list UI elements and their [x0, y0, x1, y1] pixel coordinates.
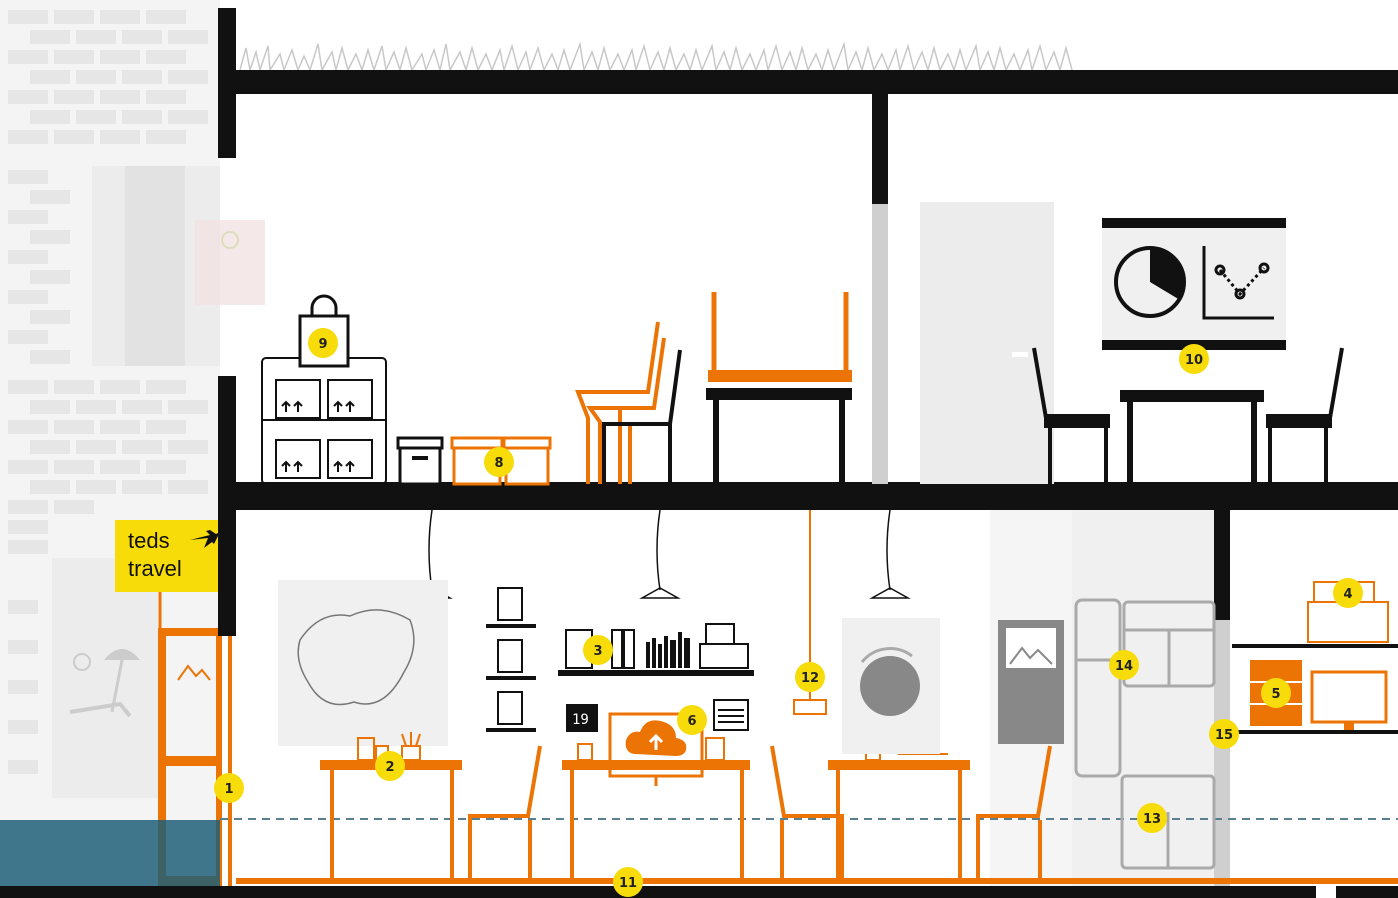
meeting-table — [1120, 390, 1264, 484]
marker-6[interactable]: 6 — [677, 705, 707, 735]
svg-text:10: 10 — [1185, 353, 1203, 368]
svg-text:11: 11 — [619, 876, 637, 891]
svg-text:5: 5 — [1271, 687, 1280, 702]
calendar-icon: 19 — [566, 704, 598, 732]
marker-5[interactable]: 5 — [1261, 678, 1291, 708]
marker-8[interactable]: 8 — [484, 447, 514, 477]
boat-brochure-icon — [498, 640, 522, 672]
brochure-shelves — [486, 588, 536, 732]
planner-icon — [714, 700, 748, 730]
partition-wall-upper — [872, 204, 888, 484]
svg-text:14: 14 — [1115, 659, 1133, 674]
svg-text:1: 1 — [224, 782, 233, 797]
wall-socket — [794, 700, 826, 714]
pendant-lamps — [414, 510, 908, 598]
marker-14[interactable]: 14 — [1109, 650, 1139, 680]
storage-box-black — [398, 438, 442, 484]
printer-icon — [700, 624, 748, 668]
partition-wall-lower — [1214, 620, 1230, 886]
globe-poster — [842, 618, 940, 754]
marker-1[interactable]: 1 — [214, 773, 244, 803]
svg-text:4: 4 — [1343, 587, 1352, 602]
meeting-room-door[interactable] — [920, 202, 1054, 484]
train-brochure-icon — [498, 588, 522, 620]
underfloor-heating — [236, 878, 1398, 884]
marker-2[interactable]: 2 — [375, 751, 405, 781]
sign-line-1: teds — [128, 528, 170, 553]
stacked-tables — [706, 292, 852, 484]
green-roof — [240, 44, 1072, 70]
plane-brochure-icon — [498, 692, 522, 724]
stacked-chairs — [578, 322, 680, 484]
svg-text:13: 13 — [1143, 812, 1161, 827]
marker-11[interactable]: 11 — [613, 867, 643, 897]
svg-text:12: 12 — [801, 671, 819, 686]
upper-window — [92, 166, 265, 366]
svg-text:9: 9 — [318, 337, 327, 352]
marker-3[interactable]: 3 — [583, 635, 613, 665]
door-handle-icon — [1012, 352, 1028, 357]
marker-13[interactable]: 13 — [1137, 803, 1167, 833]
marker-15[interactable]: 15 — [1209, 719, 1239, 749]
svg-text:15: 15 — [1215, 728, 1233, 743]
svg-text:2: 2 — [385, 760, 394, 775]
marker-10[interactable]: 10 — [1179, 344, 1209, 374]
svg-text:6: 6 — [687, 714, 696, 729]
right-room-shelves — [1232, 582, 1398, 734]
shop-window — [52, 558, 158, 798]
svg-text:3: 3 — [593, 644, 602, 659]
landscape-picture — [998, 620, 1064, 744]
marker-4[interactable]: 4 — [1333, 578, 1363, 608]
dashboard-monitor-icon — [1312, 672, 1386, 730]
marker-12[interactable]: 12 — [795, 662, 825, 692]
svg-text:8: 8 — [494, 456, 503, 471]
marker-9[interactable]: 9 — [308, 328, 338, 358]
presentation-screen — [1102, 218, 1286, 350]
sign-line-2: travel — [128, 556, 182, 581]
calendar-day: 19 — [572, 712, 589, 728]
europe-map-poster — [278, 580, 448, 746]
storage-shelving — [262, 358, 386, 484]
